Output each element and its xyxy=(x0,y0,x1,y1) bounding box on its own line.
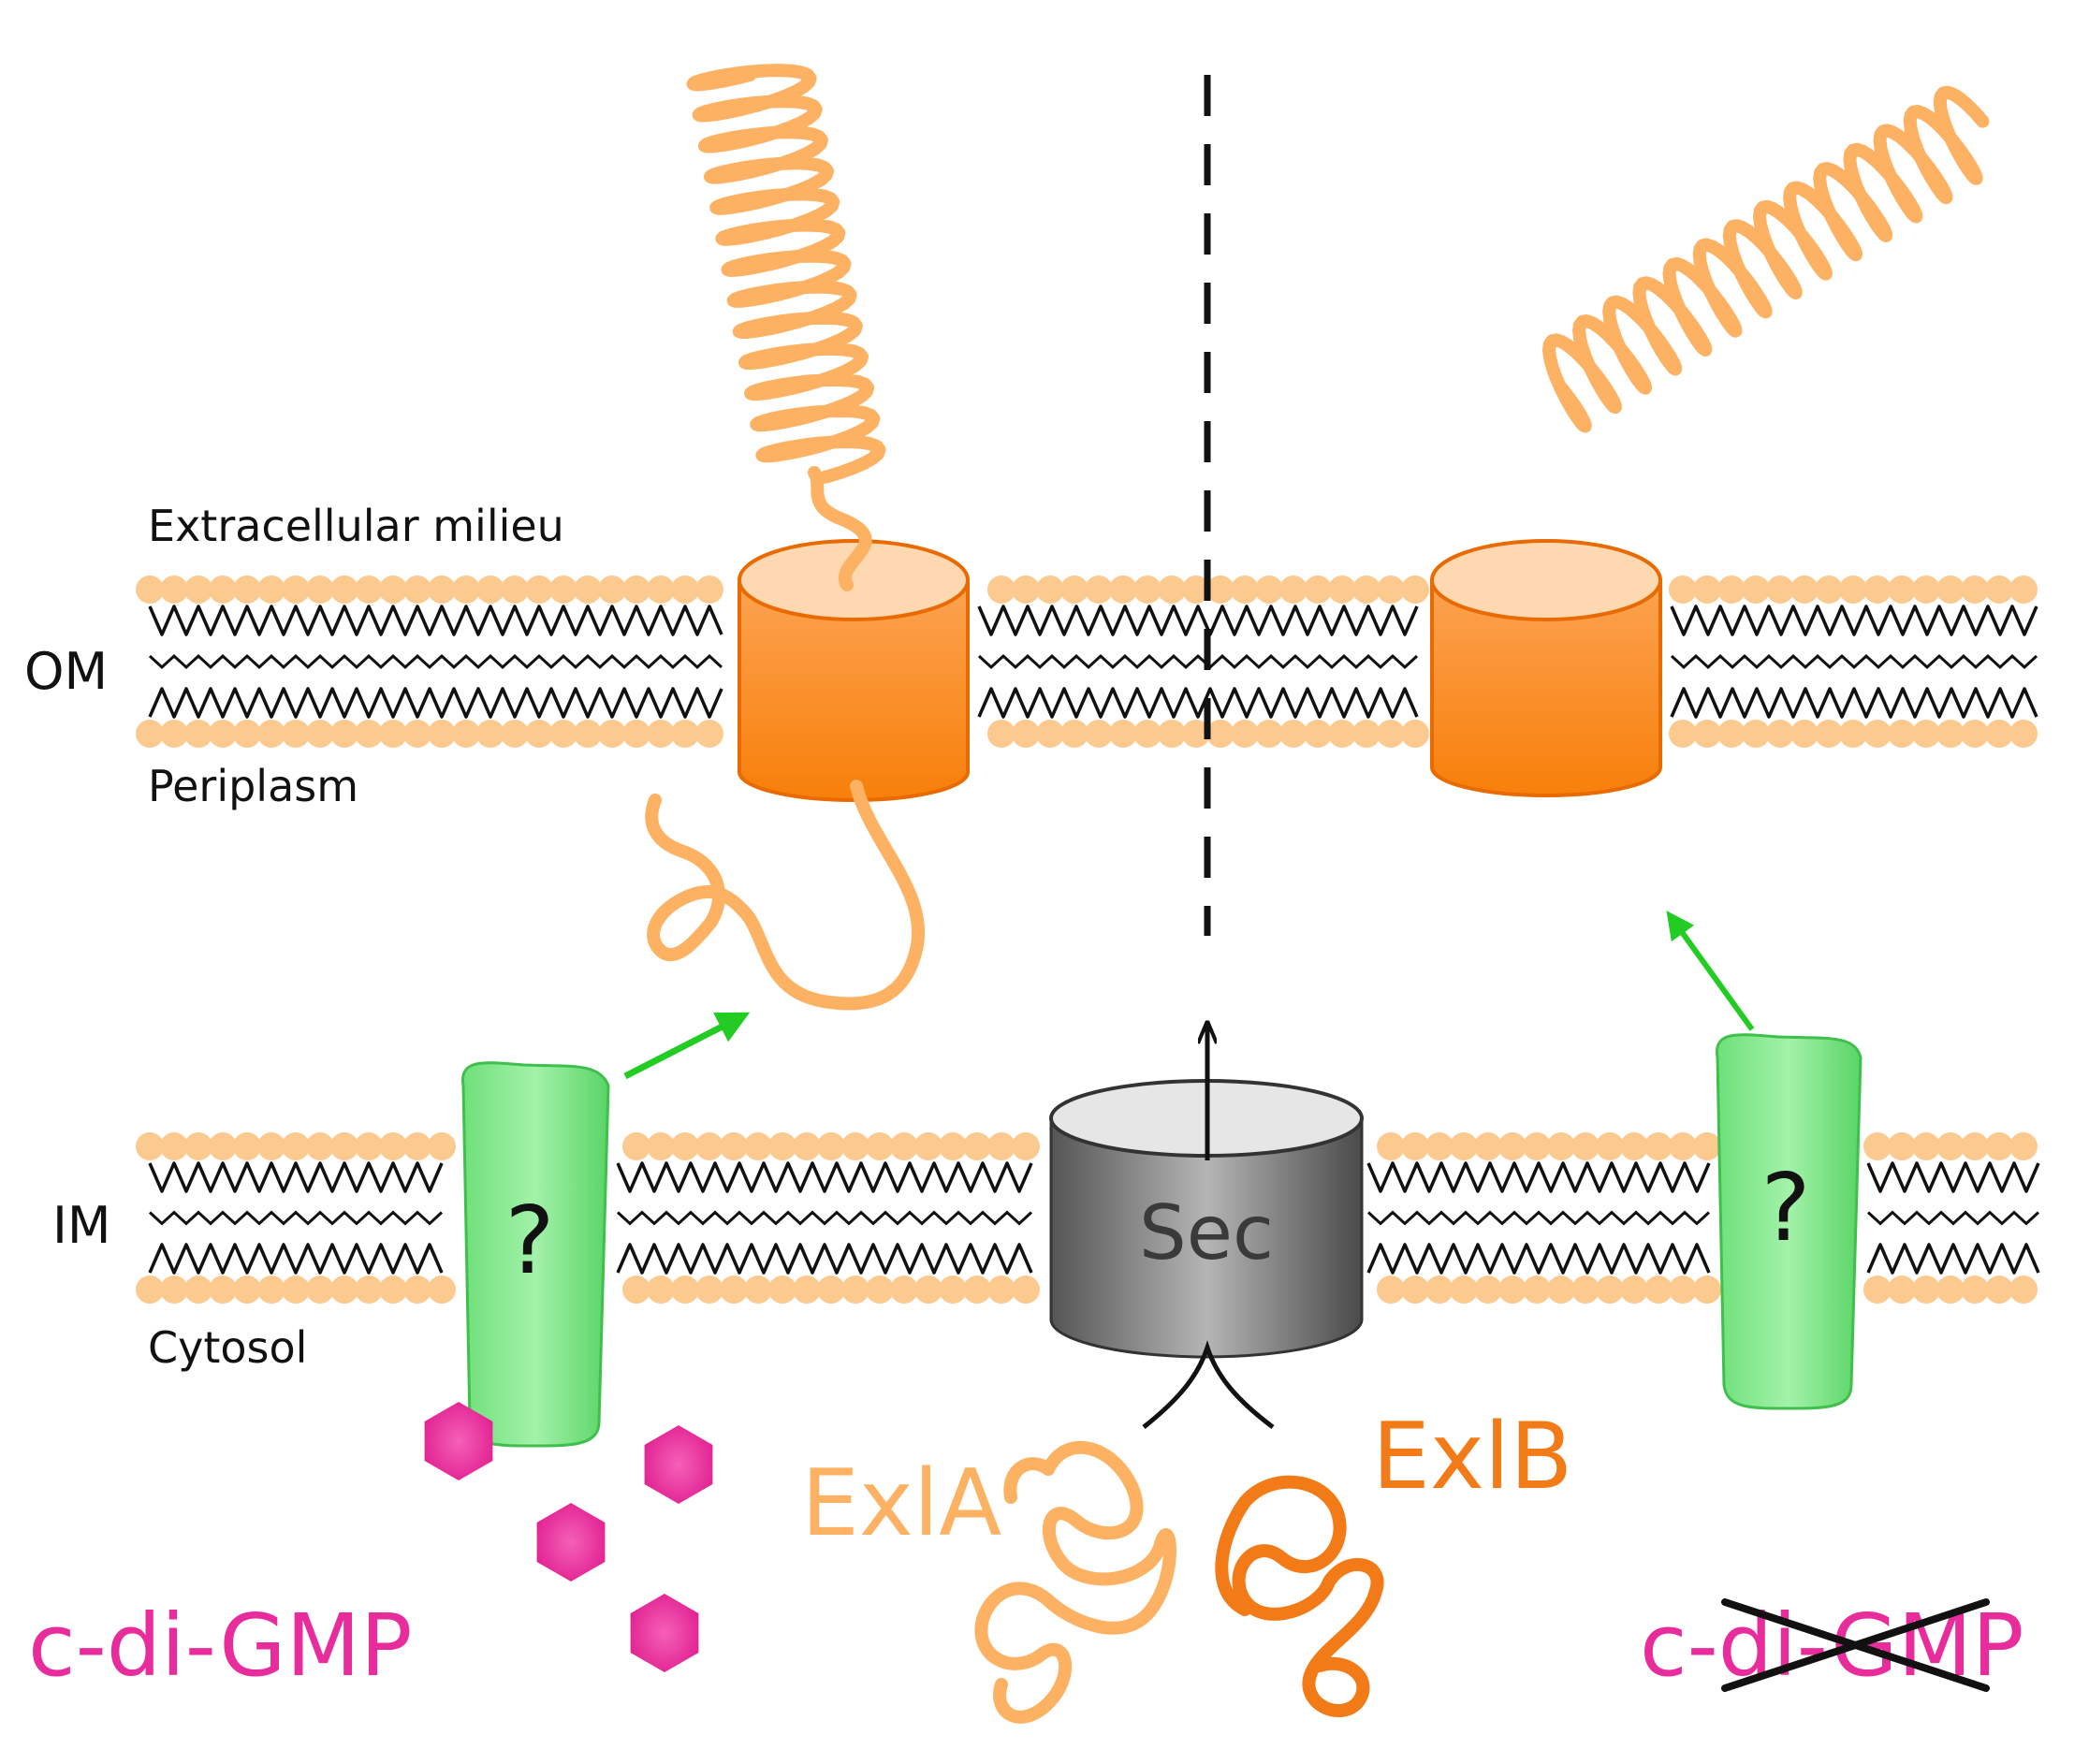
om-barrel-right xyxy=(1430,539,1662,797)
arrow-icon xyxy=(623,1012,751,1080)
im-label: IM xyxy=(52,1196,111,1255)
arrow-icon xyxy=(1666,911,1755,1031)
cdigmp-present-label: c-di-GMP xyxy=(28,1596,412,1696)
om-label: OM xyxy=(24,642,108,701)
exla-secreted xyxy=(1542,85,1990,433)
hexagon-icon xyxy=(630,1594,699,1672)
cross-out-icon xyxy=(1721,1598,1990,1692)
hexagon-icon xyxy=(536,1503,606,1582)
exlb-cytosolic xyxy=(1215,1475,1384,1718)
question-mark-left: ? xyxy=(504,1186,554,1295)
sec-label: Sec xyxy=(1139,1189,1274,1276)
exla-cytosolic xyxy=(974,1440,1176,1724)
question-mark-right: ? xyxy=(1760,1153,1810,1262)
hexagon-icon xyxy=(644,1425,713,1504)
extracellular-label: Extracellular milieu xyxy=(148,501,564,551)
sec-entry-lines xyxy=(1142,1340,1275,1429)
cdigmp-molecules xyxy=(424,1402,713,1672)
unknown-protein-left: ? xyxy=(460,1061,610,1448)
exla-label: ExlA xyxy=(801,1451,1001,1557)
periplasm-label: Periplasm xyxy=(148,761,358,811)
cytosol-label: Cytosol xyxy=(148,1322,307,1373)
om-barrel-left xyxy=(738,539,970,802)
hexagon-icon xyxy=(424,1402,493,1480)
inner-membrane xyxy=(136,1132,2040,1304)
exlb-label: ExlB xyxy=(1372,1404,1572,1510)
outer-membrane xyxy=(136,576,2038,748)
unknown-protein-right: ? xyxy=(1715,1033,1863,1410)
exla-anchored xyxy=(645,64,926,1011)
